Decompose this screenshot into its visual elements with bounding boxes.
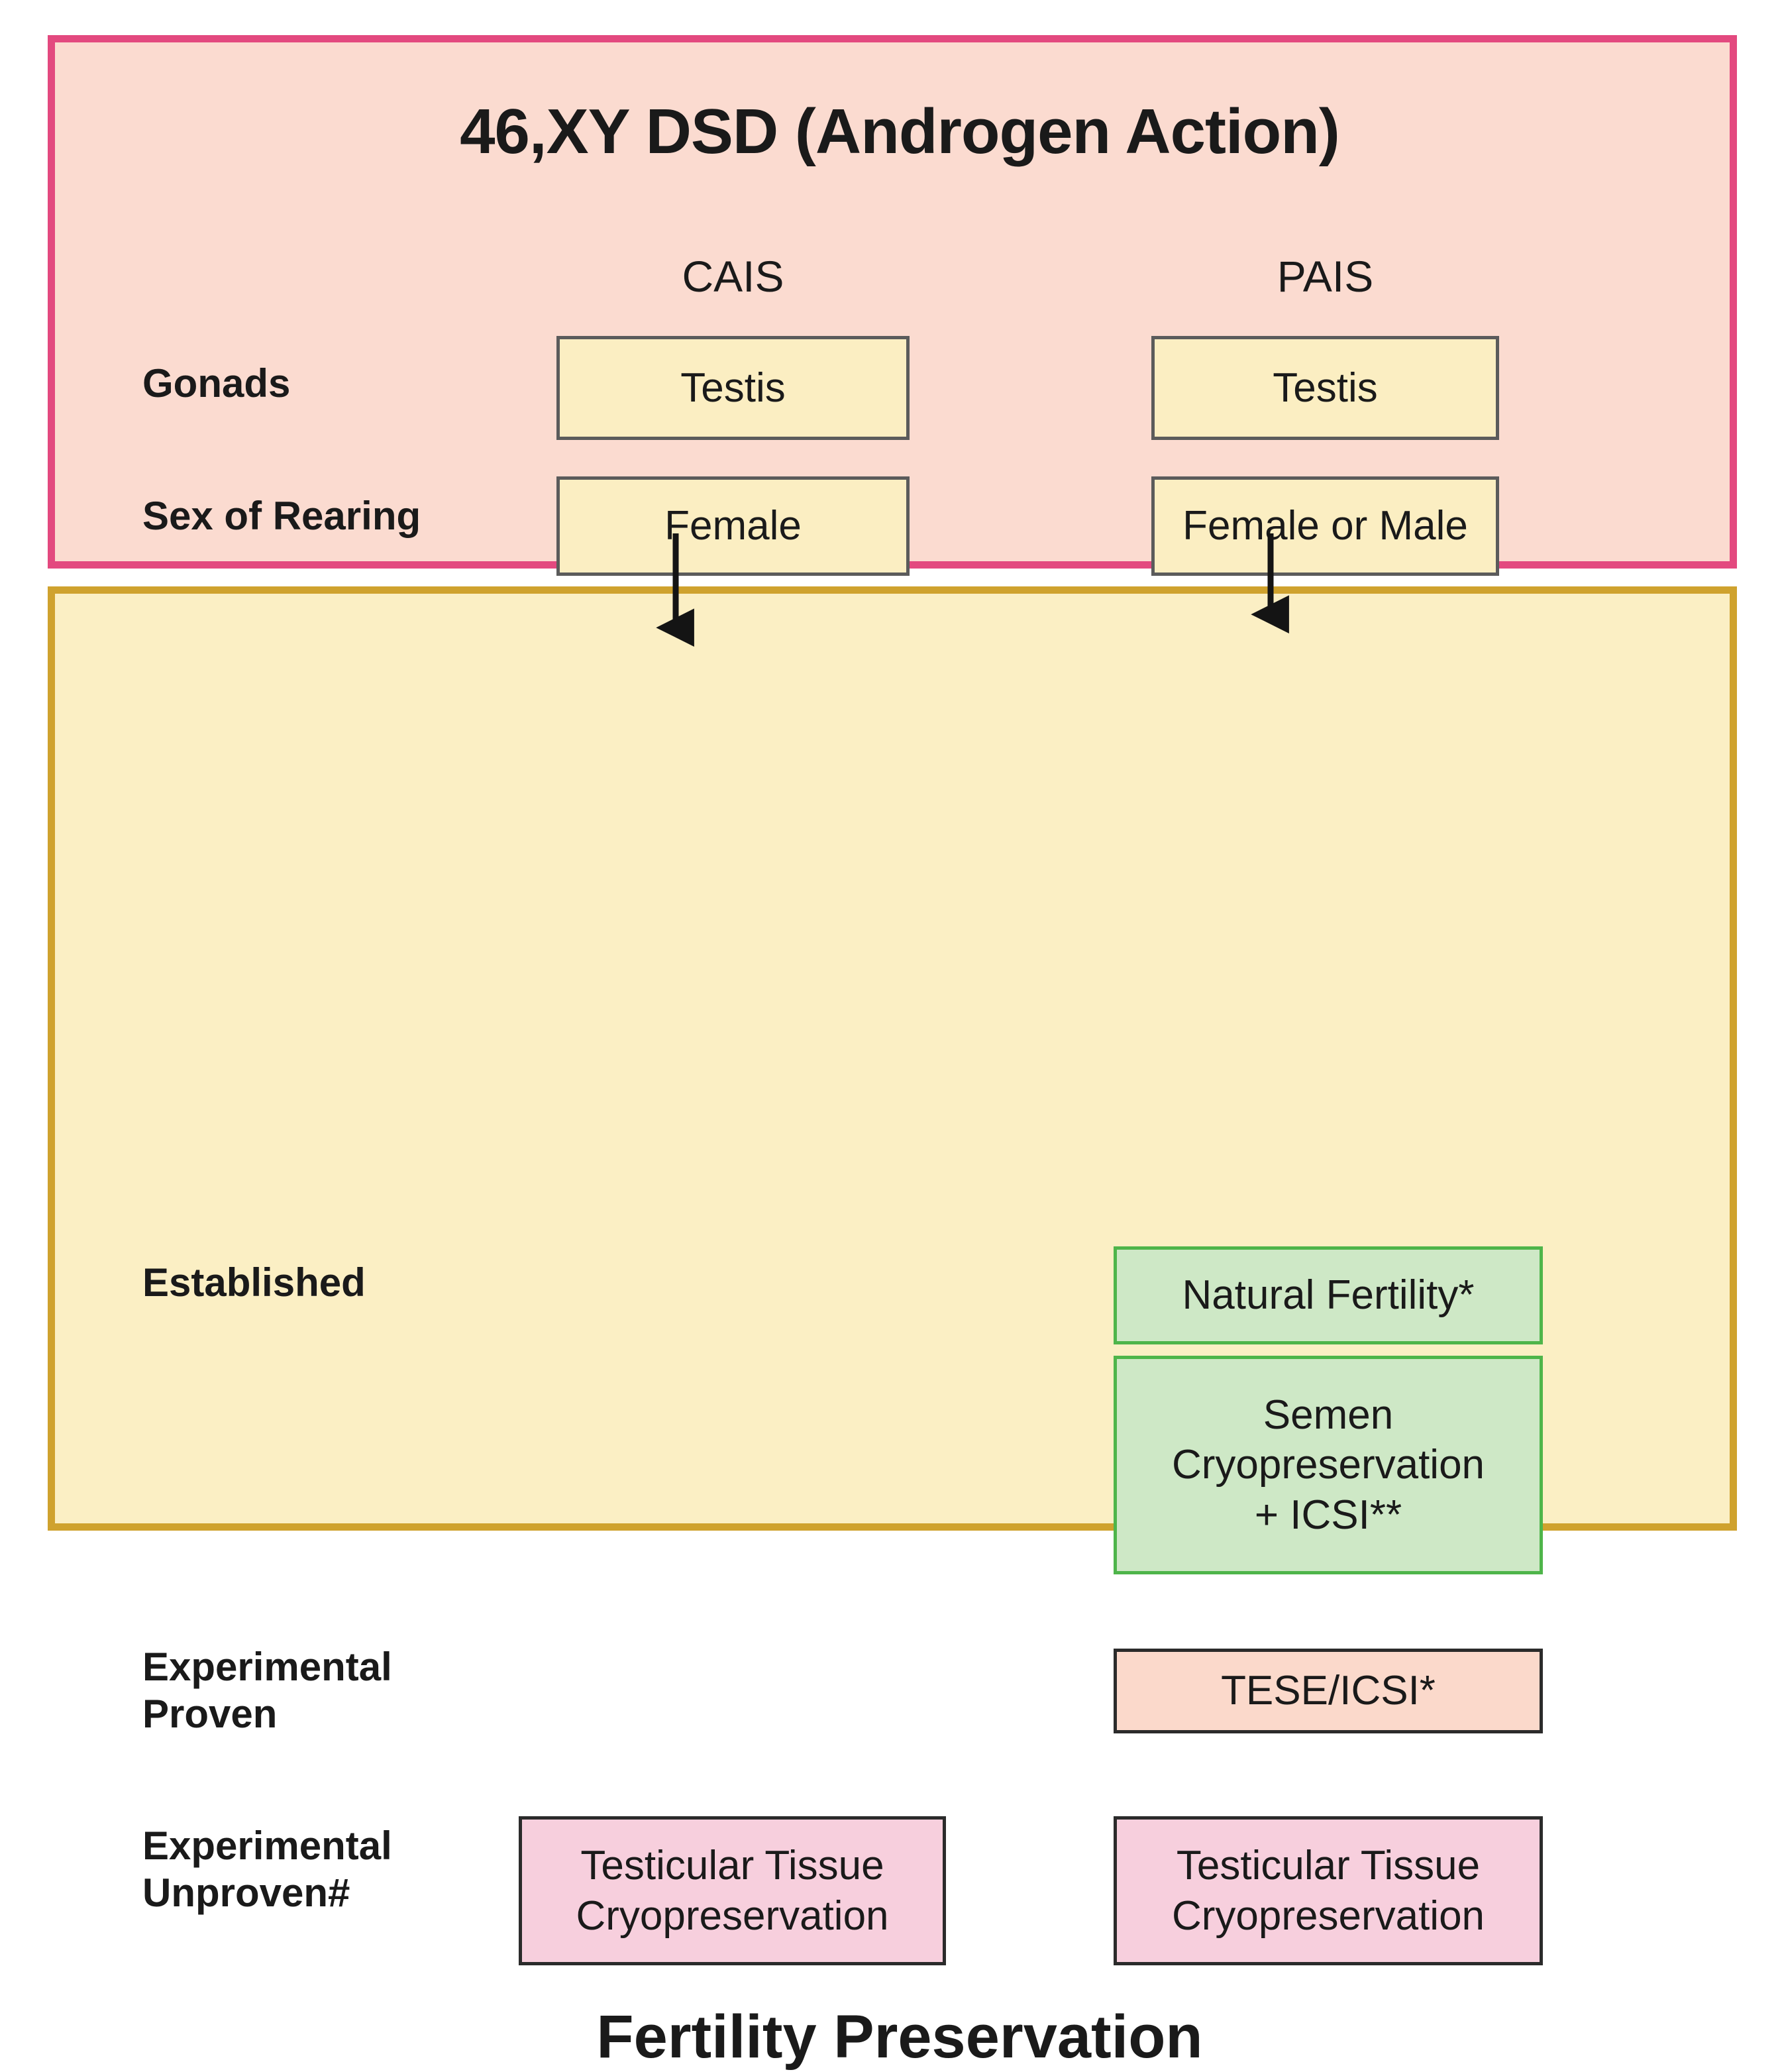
column-header-cais: CAIS — [682, 252, 784, 301]
box-experimental-unproven-cais-testicular-tissue-cryopreservation: Testicular Tissue Cryopreservation — [519, 1816, 946, 1965]
row-label-experimental-unproven: Experimental Unproven# — [142, 1824, 392, 1915]
box-experimental-unproven-pais-testicular-tissue-cryopreservation: Testicular Tissue Cryopreservation — [1114, 1816, 1543, 1965]
row-label-established: Established — [142, 1260, 366, 1305]
row-label-gonads: Gonads — [142, 361, 291, 406]
row-label-experimental-proven: Experimental Proven — [142, 1645, 392, 1736]
box-gonads-pais-testis: Testis — [1151, 336, 1499, 440]
box-rearing-cais-female: Female — [556, 476, 910, 576]
box-established-pais-semen-cryopreservation-icsi: Semen Cryopreservation + ICSI** — [1114, 1356, 1543, 1574]
fertility-preservation-flow-diagram: 46,XY DSD (Androgen Action) CAIS PAIS Go… — [48, 35, 1737, 2071]
box-gonads-cais-testis: Testis — [556, 336, 910, 440]
fertility-preservation-title: Fertility Preservation — [596, 2003, 1203, 2071]
page-title: 46,XY DSD (Androgen Action) — [460, 96, 1340, 167]
box-established-pais-natural-fertility: Natural Fertility* — [1114, 1246, 1543, 1344]
column-header-pais: PAIS — [1277, 252, 1374, 301]
box-experimental-proven-pais-tese-icsi: TESE/ICSI* — [1114, 1649, 1543, 1733]
box-rearing-pais-female-or-male: Female or Male — [1151, 476, 1499, 576]
row-label-sex-of-rearing: Sex of Rearing — [142, 494, 421, 538]
fertility-preservation-panel: Established Experimental Proven Experime… — [48, 586, 1737, 2071]
dsd-panel: 46,XY DSD (Androgen Action) CAIS PAIS Go… — [48, 35, 1737, 576]
